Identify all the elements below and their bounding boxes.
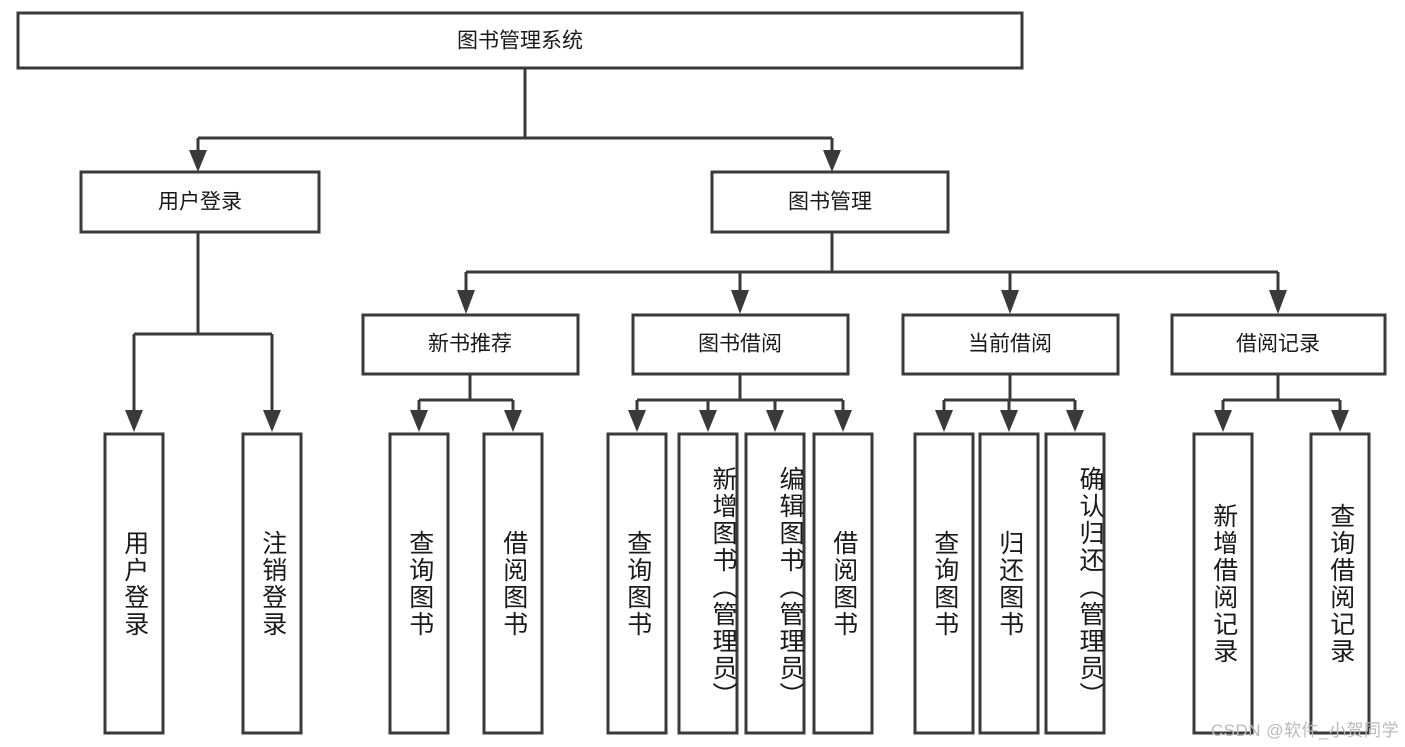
arrow-leaf-edit-book bbox=[766, 410, 784, 432]
node-new-book-recommend-label: 新书推荐 bbox=[428, 333, 512, 356]
arrow-leaf-add-record bbox=[1214, 410, 1232, 432]
arrow-leaf-return-book bbox=[1000, 410, 1018, 432]
arrow-book-management bbox=[823, 150, 841, 172]
node-leaf-confirm-return-box[interactable] bbox=[1044, 432, 1106, 735]
node-leaf-return-book-box[interactable] bbox=[978, 432, 1040, 735]
arrow-leaf-add-book bbox=[699, 410, 717, 432]
leaf-label-query-record: 查询借阅记录 bbox=[1326, 502, 1355, 665]
leaf-label-user-login: 用户登录 bbox=[120, 529, 149, 638]
leaf-label-confirm-return: 确认归还（管理员） bbox=[1076, 466, 1104, 709]
arrow-leaf-confirm-return bbox=[1066, 410, 1084, 432]
arrow-leaf-query-book-1 bbox=[410, 410, 428, 432]
node-leaf-query-book-1-box[interactable] bbox=[388, 432, 450, 735]
node-user-login-box[interactable] bbox=[79, 170, 321, 234]
arrow-leaf-user-login bbox=[125, 410, 143, 432]
node-root-label: 图书管理系统 bbox=[457, 30, 583, 53]
arrow-new-book-recommend bbox=[457, 290, 475, 314]
leaf-label-edit-book: 编辑图书（管理员） bbox=[776, 466, 804, 709]
node-leaf-query-record-box[interactable] bbox=[1309, 432, 1371, 735]
node-borrow-record-box[interactable] bbox=[1170, 313, 1387, 376]
leaf-label-query-book-2: 查询图书 bbox=[623, 529, 652, 638]
arrow-leaf-borrow-book-1 bbox=[504, 410, 522, 432]
leaf-label-return-book: 归还图书 bbox=[995, 529, 1024, 638]
node-book-management-label: 图书管理 bbox=[788, 191, 872, 214]
arrow-leaf-query-record bbox=[1331, 410, 1349, 432]
node-book-borrow-label: 图书借阅 bbox=[698, 333, 782, 356]
node-leaf-borrow-book-2-box[interactable] bbox=[812, 432, 874, 735]
csdn-watermark: CSDN @软件_小贺同学 bbox=[1210, 721, 1399, 740]
leaf-label-borrow-book-2: 借阅图书 bbox=[829, 529, 858, 638]
node-borrow-record-label: 借阅记录 bbox=[1236, 333, 1320, 356]
leaf-label-query-book-1: 查询图书 bbox=[405, 529, 434, 638]
node-book-management-box[interactable] bbox=[710, 170, 950, 234]
node-layer: 图书管理系统 用户登录 图书管理 新书推荐 图书借阅 当前借阅 借阅记录 bbox=[16, 11, 1387, 735]
node-leaf-add-book-box[interactable] bbox=[677, 432, 739, 735]
arrow-book-borrow bbox=[731, 290, 749, 314]
leaf-label-add-book: 新增图书（管理员） bbox=[709, 466, 737, 709]
arrow-current-borrow bbox=[1001, 290, 1019, 314]
arrow-leaf-logout-login bbox=[263, 410, 281, 432]
node-current-borrow-box[interactable] bbox=[901, 313, 1120, 376]
node-leaf-query-book-2-box[interactable] bbox=[606, 432, 668, 735]
node-current-borrow-label: 当前借阅 bbox=[968, 333, 1052, 356]
arrow-leaf-query-book-2 bbox=[628, 410, 646, 432]
leaf-label-add-record: 新增借阅记录 bbox=[1209, 502, 1238, 665]
connector-layer bbox=[125, 68, 1349, 432]
node-new-book-recommend-box[interactable] bbox=[361, 313, 580, 376]
node-leaf-query-book-3-box[interactable] bbox=[913, 432, 975, 735]
node-leaf-add-record-box[interactable] bbox=[1192, 432, 1254, 735]
node-root-box[interactable] bbox=[16, 11, 1024, 70]
node-book-borrow-box[interactable] bbox=[631, 313, 850, 376]
leaf-label-logout-login: 注销登录 bbox=[258, 529, 287, 638]
leaf-label-query-book-3: 查询图书 bbox=[930, 529, 959, 638]
node-leaf-borrow-book-1-box[interactable] bbox=[482, 432, 544, 735]
node-leaf-edit-book-box[interactable] bbox=[744, 432, 806, 735]
arrow-leaf-borrow-book-2 bbox=[834, 410, 852, 432]
arrow-user-login bbox=[189, 150, 207, 172]
leaf-label-borrow-book-1: 借阅图书 bbox=[499, 529, 528, 638]
node-leaf-user-login-box[interactable] bbox=[103, 432, 165, 735]
arrow-leaf-query-book-3 bbox=[935, 410, 953, 432]
node-leaf-logout-login-box[interactable] bbox=[241, 432, 303, 735]
node-user-login-label: 用户登录 bbox=[158, 191, 242, 214]
arrow-borrow-record bbox=[1269, 290, 1287, 314]
